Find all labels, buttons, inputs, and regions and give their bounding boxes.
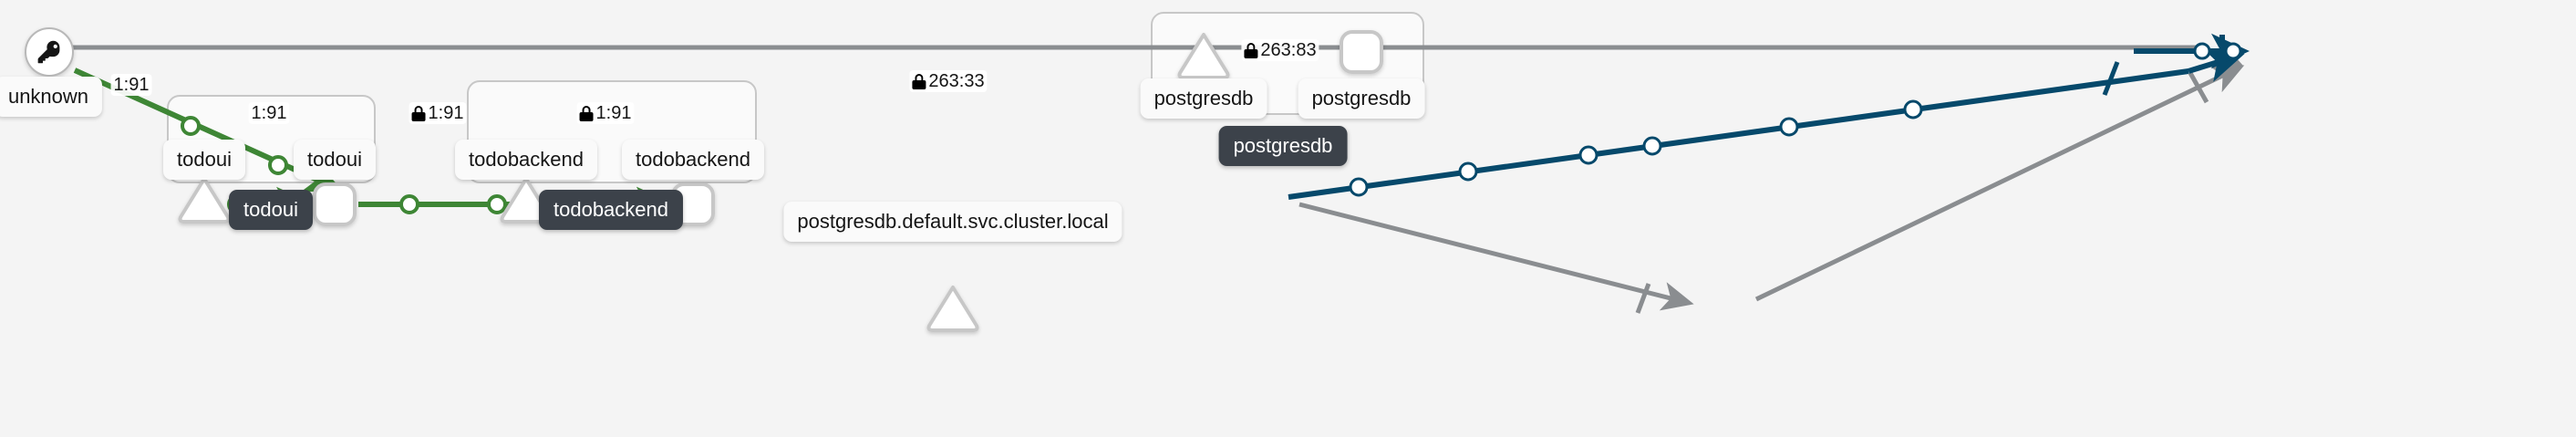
edge-label-todoui-todobackend[interactable]: 1:91 [409,102,467,124]
node-label-postgresdb-service[interactable]: postgresdb [1140,78,1267,119]
key-icon [37,40,60,64]
node-postgresdb-service [1177,33,1230,79]
edge-rate-text: 263:83 [1260,40,1317,60]
edge-label-todobackend-postgresdb[interactable]: 263:33 [909,70,988,92]
node-label-todobackend-service[interactable]: todobackend [455,140,597,180]
node-todoui-workload [313,182,357,226]
edge-rate-text: 1:91 [113,75,150,95]
lock-icon [579,105,594,121]
edge-label-unknown-todoui[interactable]: 1:91 [110,74,152,96]
edge-label-todoui-internal[interactable]: 1:91 [248,102,290,124]
edge-rate-text: 1:91 [251,103,287,123]
node-label-postgresdb-external[interactable]: postgresdb.default.svc.cluster.local [783,202,1122,242]
node-postgresdb-workload [1340,30,1383,74]
edge-todobackend-to-postgresdb-external [1298,202,1694,314]
edge-todobackend-to-postgresdb-service [1288,47,2245,200]
edge-unknown-to-postgresdb-workload [73,39,2244,77]
node-todoui-service [178,177,231,224]
node-label-todoui-workload[interactable]: todoui [294,140,376,180]
lock-icon [1244,42,1258,58]
edge-rate-text: 263:33 [928,71,985,91]
edge-label-postgresdb-internal[interactable]: 263:83 [1241,39,1319,61]
lock-icon [912,73,926,89]
node-label-postgresdb-workload[interactable]: postgresdb [1298,78,1425,119]
edge-rate-text: 1:91 [595,103,632,123]
edge-postgresdb-service-to-workload [2134,33,2250,69]
group-badge-todobackend[interactable]: todobackend [539,190,683,230]
node-label-unknown[interactable]: unknown [0,77,103,117]
node-label-todoui-service[interactable]: todoui [163,140,245,180]
node-unknown[interactable] [25,27,74,77]
edge-label-todobackend-internal[interactable]: 1:91 [576,102,635,124]
node-label-todobackend-workload[interactable]: todobackend [622,140,764,180]
node-postgresdb-external-service [926,286,979,332]
lock-icon [411,105,426,121]
edge-rate-text: 1:91 [428,103,464,123]
edge-postgresdb-external-to-postgresdb-workload [1754,65,2245,302]
group-badge-postgresdb[interactable]: postgresdb [1218,126,1348,166]
group-badge-todoui[interactable]: todoui [229,190,313,230]
